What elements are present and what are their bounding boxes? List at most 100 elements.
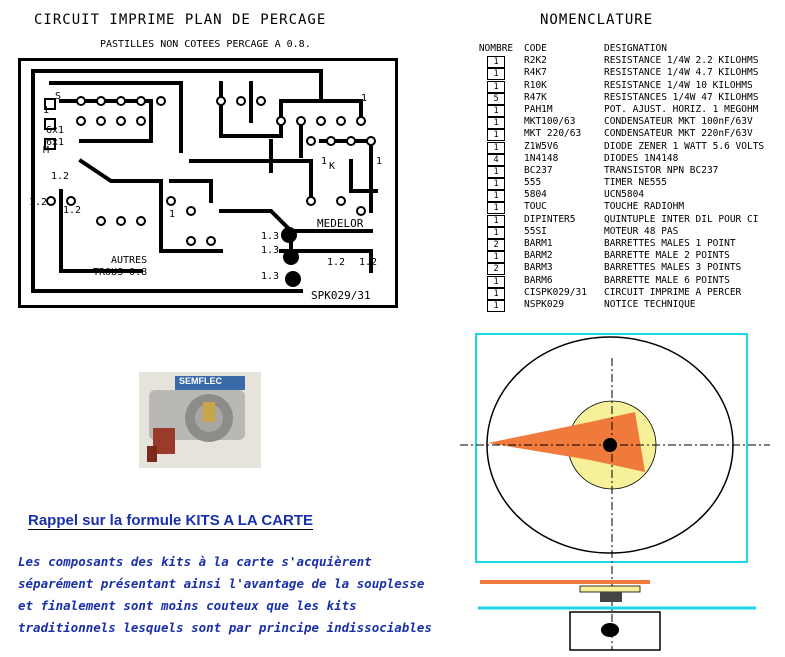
row-code: 555 (524, 177, 542, 189)
nomenclature-header: NOMBRE CODE DESIGNATION (472, 43, 772, 55)
row-count-box: 2 (487, 263, 505, 276)
label-1-b: 1 (169, 209, 176, 220)
row-designation: RESISTANCE 1/4W 10 KILOHMS (604, 79, 753, 91)
row-code: PAH1M (524, 103, 553, 115)
row-designation: CONDENSATEUR MKT 100nF/63V (604, 116, 753, 128)
side-coupling (600, 592, 622, 602)
row-designation: CONDENSATEUR MKT 220nF/63V (604, 128, 753, 140)
row-designation: RESISTANCE 1/4W 2.2 KILOHMS (604, 55, 759, 67)
nomenclature-row: 1 555 TIMER NE555 (472, 177, 772, 191)
paragraph-line: traditionnels lesquels sont par principe… (18, 620, 432, 635)
row-code: BARM6 (524, 274, 553, 286)
header-designation: DESIGNATION (604, 43, 667, 54)
row-count-box: 1 (487, 178, 505, 191)
nomenclature-row: 1 TOUC TOUCHE RADIOHM (472, 201, 772, 215)
row-code: CISPK029/31 (524, 286, 587, 298)
nomenclature-row: 1 CISPK029/31 CIRCUIT IMPRIME A PERCER (472, 286, 772, 300)
label-1-d: 1 (376, 156, 383, 167)
row-designation: RESISTANCES 1/4W 47 KILOHMS (604, 91, 759, 103)
row-count-box: 1 (487, 287, 505, 300)
row-designation: UCN5804 (604, 189, 645, 201)
label-1-e: 1 (321, 156, 328, 167)
row-designation: TIMER NE555 (604, 177, 667, 189)
row-designation: TRANSISTOR NPN BC237 (604, 164, 719, 176)
row-count: 1 (472, 128, 520, 142)
row-code: R47K (524, 91, 547, 103)
row-count-box: 1 (487, 141, 505, 154)
pointer-arm (488, 412, 645, 472)
row-code: 1N4148 (524, 152, 559, 164)
turntable-diagram (460, 333, 770, 651)
rappel-heading: Rappel sur la formule KITS A LA CARTE (28, 512, 314, 530)
row-count-box: 1 (487, 202, 505, 215)
row-count: 5 (472, 92, 520, 105)
label-medelor: MEDELOR (317, 217, 364, 230)
kits-paragraph: Les composants des kits à la carte s'acq… (18, 551, 458, 639)
label-1-c: 1 (361, 93, 368, 104)
label-6x1-a: 6x1 (46, 125, 65, 136)
label-1-a: 1 (43, 105, 50, 116)
row-count: 1 (472, 226, 520, 239)
row-count: 1 (472, 287, 520, 300)
label-6x1-b: 6x1 (46, 137, 65, 148)
row-code: MKT100/63 (524, 116, 576, 128)
row-count-box: 1 (487, 299, 505, 312)
row-code: TOUC (524, 201, 547, 213)
row-count: 1 (472, 165, 520, 178)
nomenclature-row: 1 5804 UCN5804 (472, 189, 772, 203)
nomenclature-row: 1 MKT 220/63 CONDENSATEUR MKT 220nF/63V (472, 128, 772, 142)
row-count-box: 1 (487, 117, 505, 130)
row-count: 1 (472, 250, 520, 264)
row-designation: TOUCHE RADIOHM (604, 201, 685, 213)
row-designation: QUINTUPLE INTER DIL POUR CI (604, 213, 759, 225)
label-1-3-c: 1.3 (261, 271, 280, 282)
pcb-traces (31, 69, 378, 293)
row-code: Z1W5V6 (524, 140, 559, 152)
paragraph-line: Les composants des kits à la carte s'acq… (18, 554, 372, 569)
row-designation: BARRETTES MALES 3 POINTS (604, 262, 742, 274)
side-hub (579, 585, 641, 593)
motor-body-side (569, 611, 661, 651)
label-1-2-b: 1.2 (29, 197, 48, 208)
row-code: 5804 (524, 189, 547, 201)
row-designation: BARRETTE MALE 2 POINTS (604, 250, 730, 262)
row-code: MKT 220/63 (524, 128, 582, 140)
label-1-2-d: 1.2 (327, 257, 346, 268)
motor-brand-label: SEMFLEC (179, 376, 223, 386)
nomenclature-row: 1 MKT100/63 CONDENSATEUR MKT 100nF/63V (472, 116, 772, 130)
row-count-box: 1 (487, 129, 505, 142)
pcb-ref: SPK029/31 (311, 289, 371, 302)
row-designation: RESISTANCE 1/4W 4.7 KILOHMS (604, 67, 759, 79)
row-code: DIPINTER5 (524, 213, 576, 225)
row-count: 1 (472, 67, 520, 81)
row-count-box: 1 (487, 80, 505, 93)
row-count-box: 1 (487, 226, 505, 239)
row-designation: MOTEUR 48 PAS (604, 225, 679, 237)
row-count: 1 (472, 189, 520, 203)
motor-image (139, 372, 261, 468)
row-code: 55SI (524, 225, 547, 237)
pcb-subtitle: PASTILLES NON COTEES PERCAGE A 0.8. (100, 39, 311, 50)
row-designation: CIRCUIT IMPRIME A PERCER (604, 286, 742, 298)
stepper-motor-photo: SEMFLEC (139, 372, 261, 468)
row-count: 1 (472, 214, 520, 227)
motor-shaft-side (601, 623, 619, 637)
row-designation: DIODES 1N4148 (604, 152, 679, 164)
paragraph-line: séparément présentant ainsi l'avantage d… (18, 576, 425, 591)
row-count-box: 1 (487, 190, 505, 203)
row-designation: NOTICE TECHNIQUE (604, 298, 696, 310)
nomenclature-row: 1 DIPINTER5 QUINTUPLE INTER DIL POUR CI (472, 213, 772, 227)
label-k: K (329, 161, 336, 172)
row-count: 1 (472, 104, 520, 117)
row-code: BARM3 (524, 262, 553, 274)
row-designation: BARRETTES MALES 1 POINT (604, 238, 736, 249)
row-count-box: 5 (487, 92, 505, 105)
label-1-2-a: 1.2 (51, 171, 70, 182)
